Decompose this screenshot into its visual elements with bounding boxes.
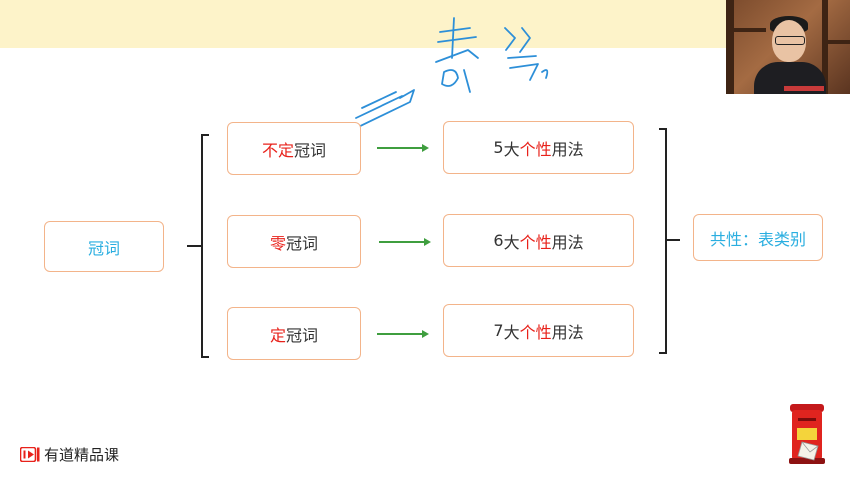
type-highlight: 零	[270, 230, 286, 254]
mailbox-icon	[784, 398, 830, 468]
brand-name: 有道精品课	[44, 444, 119, 465]
type-rest: 冠词	[286, 230, 318, 254]
brand-logo: 有道精品课	[20, 444, 119, 465]
left-bracket	[201, 134, 209, 358]
webcam-video	[726, 0, 850, 94]
arrow-icon	[377, 333, 423, 335]
type-node-zero: 零冠词	[227, 215, 361, 268]
youdao-logo-icon	[20, 447, 40, 462]
usage-pre: 大	[504, 136, 520, 160]
type-node-definite: 定冠词	[227, 307, 361, 360]
type-rest: 冠词	[286, 322, 318, 346]
handwriting-annotation	[340, 10, 570, 135]
root-connector	[187, 245, 201, 247]
arrow-icon	[379, 241, 425, 243]
commonality-node: 共性：表类别	[693, 214, 823, 261]
arrow-icon	[377, 147, 423, 149]
type-highlight: 不定	[262, 137, 294, 161]
usage-highlight: 个性	[520, 229, 552, 253]
right-bracket	[659, 128, 667, 354]
commonality-connector	[667, 239, 680, 241]
usage-highlight: 个性	[520, 319, 552, 343]
usage-num: 7	[493, 321, 503, 340]
type-rest: 冠词	[294, 137, 326, 161]
root-label: 冠词	[88, 235, 120, 259]
usage-post: 用法	[552, 136, 584, 160]
usage-pre: 大	[504, 229, 520, 253]
root-node: 冠词	[44, 221, 164, 272]
type-highlight: 定	[270, 322, 286, 346]
usage-num: 5	[493, 138, 503, 157]
usage-highlight: 个性	[520, 136, 552, 160]
type-node-indefinite: 不定冠词	[227, 122, 361, 175]
usage-num: 6	[493, 231, 503, 250]
usage-pre: 大	[504, 319, 520, 343]
commonality-label: 共性：表类别	[710, 226, 806, 250]
usage-post: 用法	[552, 319, 584, 343]
usage-post: 用法	[552, 229, 584, 253]
